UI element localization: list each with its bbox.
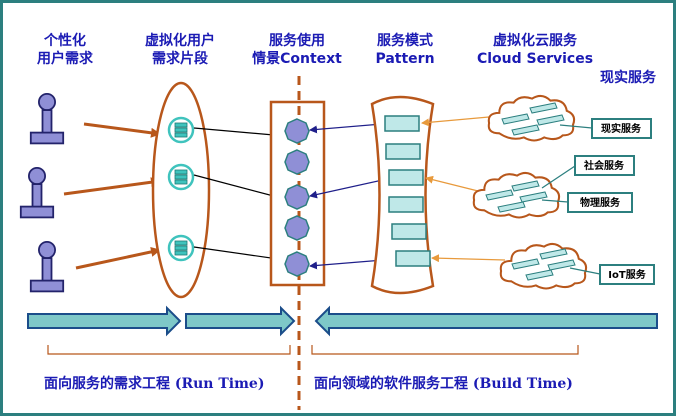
real-service-box-4 xyxy=(599,264,655,285)
context-node-4 xyxy=(284,215,310,241)
pattern-slot-1 xyxy=(384,115,420,132)
real-service-label-1: 现实服务 xyxy=(601,122,642,135)
buildtime-arrow xyxy=(314,305,658,337)
pattern-slot-4 xyxy=(388,196,424,213)
context-node-1 xyxy=(284,118,310,144)
pattern-slot-5 xyxy=(391,223,427,240)
cloud-1-services xyxy=(501,102,565,136)
pattern-slot-3 xyxy=(388,169,424,186)
requirement-fragment-icon-1 xyxy=(167,116,195,144)
pattern-arrow-2 xyxy=(309,178,388,199)
cloud-link-2a xyxy=(541,165,576,189)
header-col4-line2: Pattern xyxy=(375,51,434,67)
header-col3-line2: 情景Context xyxy=(252,50,342,67)
cloud-link-3 xyxy=(569,267,601,275)
context-node-2 xyxy=(284,149,310,175)
cloud-3-services xyxy=(511,248,576,281)
header-col1-line1: 个性化 xyxy=(43,32,86,49)
context-node-5 xyxy=(284,251,310,277)
cloud-arrow-2 xyxy=(425,175,483,193)
cloud-arrow-3 xyxy=(431,254,506,263)
header-col2-line2: 需求片段 xyxy=(152,50,208,67)
runtime-arrow-2 xyxy=(185,305,296,337)
user-arrow-3 xyxy=(75,246,161,270)
header-col2-line1: 虚拟化用户 xyxy=(145,32,215,49)
buildtime-bracket xyxy=(311,345,579,355)
pattern-slot-2 xyxy=(385,143,421,160)
context-node-3 xyxy=(284,184,310,210)
real-service-label-4: IoT服务 xyxy=(608,268,646,281)
user-arrow-2 xyxy=(63,177,161,196)
real-service-label-3: 物理服务 xyxy=(580,196,621,209)
real-service-box-2 xyxy=(574,155,635,176)
real-service-box-1 xyxy=(591,118,652,139)
pattern-arrow-1 xyxy=(309,123,383,134)
cloud-2-services xyxy=(485,180,548,213)
cloud-link-1 xyxy=(559,124,593,129)
header-col5-line1: 虚拟化云服务 xyxy=(493,32,578,49)
pattern-slot-6 xyxy=(395,250,431,267)
requirement-fragment-icon-3 xyxy=(167,234,195,262)
header-col1-line2: 用户需求 xyxy=(37,50,94,67)
user-arrow-1 xyxy=(83,122,161,138)
header-col4-line1: 服务模式 xyxy=(377,32,433,49)
cloud-link-2b xyxy=(541,199,569,203)
header-col3-line1: 服务使用 xyxy=(269,32,325,49)
requirement-fragment-icon-2 xyxy=(167,163,195,191)
runtime-arrow-1 xyxy=(27,305,182,337)
header-col5-line2: Cloud Services xyxy=(477,51,593,67)
buildtime-label: 面向领域的软件服务工程 (Build Time) xyxy=(314,375,573,392)
header-real-services: 现实服务 xyxy=(600,69,657,86)
cloud-arrow-1 xyxy=(421,115,501,127)
real-service-label-2: 社会服务 xyxy=(583,159,625,172)
runtime-label: 面向服务的需求工程 (Run Time) xyxy=(44,375,264,392)
real-service-box-3 xyxy=(567,192,633,213)
runtime-bracket xyxy=(47,345,291,355)
